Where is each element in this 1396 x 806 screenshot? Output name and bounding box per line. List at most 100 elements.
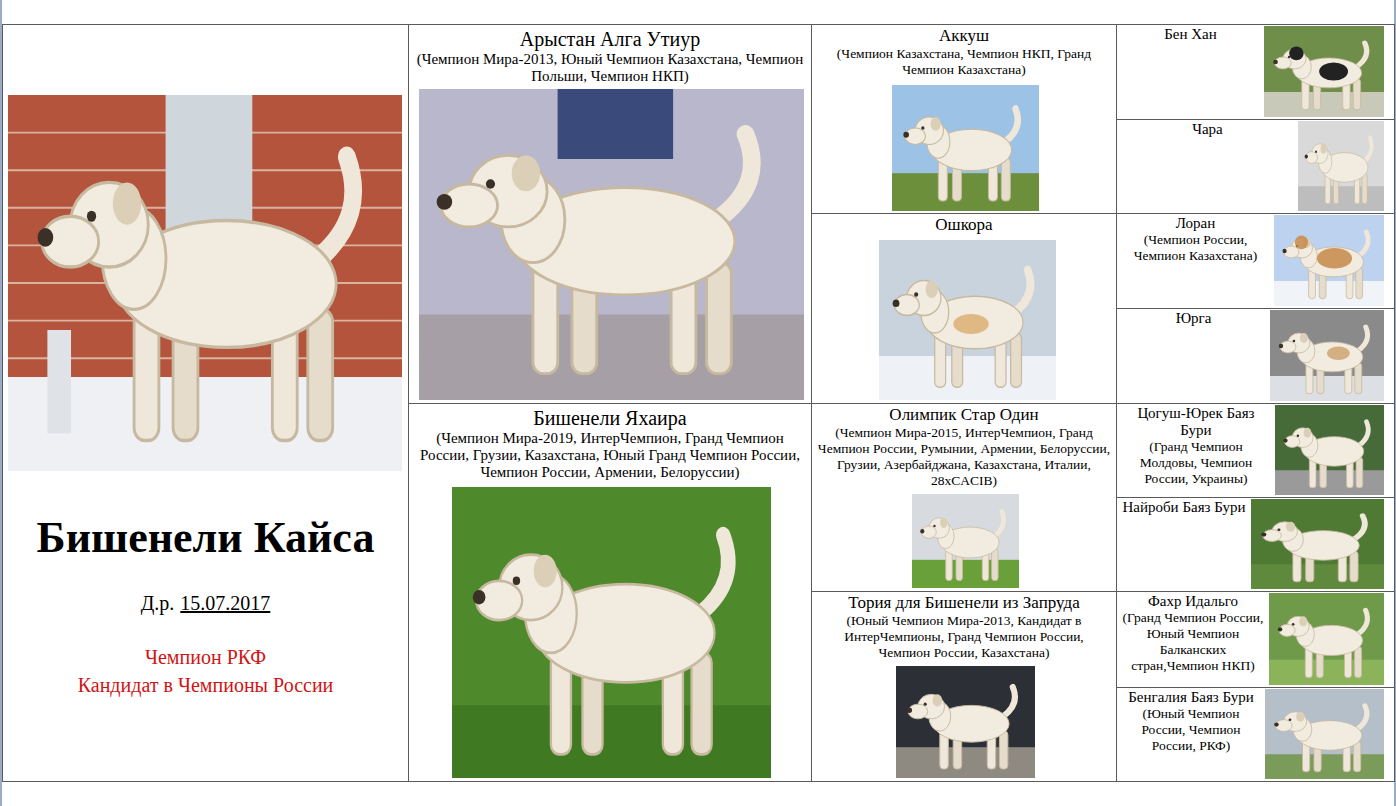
text-line: (Юный Чемпион России, Чемпион России, РК…: [1121, 706, 1261, 754]
dog-name: Фахр Идальго: [1148, 593, 1238, 609]
dog-titles: (Чемпион Мира-2015, ИнтерЧемпион, Гранд …: [818, 425, 1110, 488]
dog-photo: [1251, 499, 1384, 589]
great-cell: Лоран(Чемпион России, Чемпион Казахстана…: [1116, 213, 1395, 309]
text-area: Цогуш-Юрек Баяз Бури(Гранд Чемпион Молдо…: [1121, 405, 1271, 487]
dog-photo: [1270, 310, 1384, 401]
text-line: Цогуш-Юрек Баяз Бури: [1121, 405, 1271, 439]
text-area: Тория для Бишенели из Запруда(Юный Чемпи…: [817, 593, 1111, 661]
text-line: Аккуш: [817, 26, 1111, 46]
text-line: Бишенели Кайса: [3, 513, 408, 563]
text-area: Бишенели Яхаира(Чемпион Мира-2019, Интер…: [415, 406, 805, 481]
text-line: Лоран: [1121, 215, 1270, 232]
great-cell: Бен Хан: [1116, 24, 1395, 120]
text-area: Ошкора: [817, 215, 1111, 235]
dog-name: Бен Хан: [1164, 26, 1217, 42]
text-line: (Гранд Чемпион России, Юный Чемпион Балк…: [1121, 610, 1265, 674]
text-line: Бен Хан: [1121, 26, 1260, 43]
text-line: Бишенели Яхаира: [415, 406, 805, 430]
parent-cell: Арыстан Алга Утиур(Чемпион Мира-2013, Юн…: [408, 24, 812, 404]
text-line: (Чемпион Казахстана, Чемпион НКП, Гранд …: [817, 46, 1111, 78]
dog-name: Юрга: [1176, 310, 1212, 326]
text-area: Бен Хан: [1121, 26, 1260, 43]
dog-photo: [8, 95, 402, 471]
grand-cell: Аккуш(Чемпион Казахстана, Чемпион НКП, Г…: [811, 24, 1117, 214]
text-area: Лоран(Чемпион России, Чемпион Казахстана…: [1121, 215, 1270, 264]
dog-photo: [1275, 405, 1384, 495]
dog-name: Чара: [1192, 121, 1223, 137]
text-line: Чемпион РКФ: [3, 643, 408, 671]
dog-photo: [912, 494, 1019, 588]
great-cell: Цогуш-Юрек Баяз Бури(Гранд Чемпион Молдо…: [1116, 403, 1395, 498]
text-line: Бенгалия Баяз Бури: [1121, 689, 1261, 706]
great-cell: Юрга: [1116, 308, 1395, 404]
dog-titles: (Юный Чемпион Мира-2013, Кандидат в Инте…: [844, 613, 1084, 660]
text-line: Кандидат в Чемпионы России: [3, 671, 408, 699]
text-area: Найроби Баяз Бури: [1121, 499, 1247, 516]
dog-name: Тория для Бишенели из Запруда: [848, 593, 1079, 612]
dog-photo: [1269, 593, 1384, 685]
dog-name: Ошкора: [935, 215, 992, 234]
text-area: Бенгалия Баяз Бури(Юный Чемпион России, …: [1121, 689, 1261, 754]
dog-titles: (Чемпион Мира-2013, Юный Чемпион Казахст…: [417, 51, 804, 84]
text-area: Юрга: [1121, 310, 1266, 327]
text-line: (Чемпион России, Чемпион Казахстана): [1121, 232, 1270, 264]
great-cell: Фахр Идальго(Гранд Чемпион России, Юный …: [1116, 591, 1395, 688]
dog-name: Бишенели Кайса: [37, 513, 375, 562]
dog-photo: [1264, 26, 1384, 117]
dog-titles: (Гранд Чемпион Молдовы, Чемпион России, …: [1140, 439, 1253, 486]
parent-cell: Бишенели Яхаира(Чемпион Мира-2019, Интер…: [408, 403, 812, 782]
dog-name: Бенгалия Баяз Бури: [1128, 689, 1254, 705]
dog-titles: Чемпион РКФ: [145, 646, 266, 668]
dog-titles: (Чемпион Мира-2019, ИнтерЧемпион, Гранд …: [420, 430, 800, 480]
dog-titles: (Гранд Чемпион России, Юный Чемпион Балк…: [1123, 610, 1264, 673]
text-line: Фахр Идальго: [1121, 593, 1265, 610]
great-cell: Чара: [1116, 119, 1395, 214]
text-line: Чара: [1121, 121, 1294, 138]
text-area: Арыстан Алга Утиур(Чемпион Мира-2013, Юн…: [415, 27, 805, 85]
text-line: Олимпик Стар Один: [817, 405, 1111, 425]
dog-titles: (Чемпион России, Чемпион Казахстана): [1134, 232, 1257, 263]
text-line: Тория для Бишенели из Запруда: [817, 593, 1111, 613]
dog-name: Олимпик Стар Один: [889, 405, 1038, 424]
dog-photo: [1265, 689, 1384, 779]
text-area: Аккуш(Чемпион Казахстана, Чемпион НКП, Г…: [817, 26, 1111, 78]
grand-cell: Олимпик Стар Один(Чемпион Мира-2015, Инт…: [811, 403, 1117, 592]
dog-photo: [452, 487, 771, 778]
dog-name: Аккуш: [939, 26, 989, 45]
dog-photo: [892, 85, 1039, 211]
dog-photo: [419, 89, 804, 400]
dog-titles: Кандидат в Чемпионы России: [78, 674, 334, 696]
dog-titles: (Юный Чемпион России, Чемпион России, РК…: [1141, 706, 1240, 753]
great-cell: Найроби Баяз Бури: [1116, 497, 1395, 592]
dog-titles: (Чемпион Казахстана, Чемпион НКП, Гранд …: [837, 46, 1091, 77]
subject-cell: Бишенели КайсаД.р.15.07.2017Чемпион РКФ К…: [2, 24, 409, 782]
great-cell: Бенгалия Баяз Бури(Юный Чемпион России, …: [1116, 687, 1395, 782]
dog-titles: 15.07.2017: [180, 592, 270, 614]
dog-photo: [896, 666, 1035, 778]
text-line: Арыстан Алга Утиур: [415, 27, 805, 51]
text-line: (Гранд Чемпион Молдовы, Чемпион России, …: [1121, 439, 1271, 487]
text-line: (Чемпион Мира-2015, ИнтерЧемпион, Гранд …: [817, 425, 1111, 489]
text-line: Ошкора: [817, 215, 1111, 235]
dog-titles: Д.р.: [141, 592, 175, 614]
text-area: Олимпик Стар Один(Чемпион Мира-2015, Инт…: [817, 405, 1111, 489]
dog-name: Цогуш-Юрек Баяз Бури: [1137, 405, 1254, 438]
text-area: Чара: [1121, 121, 1294, 138]
dog-name: Лоран: [1176, 215, 1216, 231]
text-line: Д.р.15.07.2017: [3, 591, 408, 615]
text-line: (Чемпион Мира-2019, ИнтерЧемпион, Гранд …: [415, 430, 805, 481]
dog-name: Бишенели Яхаира: [533, 407, 686, 429]
text-area: Фахр Идальго(Гранд Чемпион России, Юный …: [1121, 593, 1265, 674]
text-area: Бишенели КайсаД.р.15.07.2017Чемпион РКФ К…: [3, 25, 408, 699]
text-line: Найроби Баяз Бури: [1121, 499, 1247, 516]
dog-name: Найроби Баяз Бури: [1122, 499, 1245, 515]
grand-cell: Тория для Бишенели из Запруда(Юный Чемпи…: [811, 591, 1117, 782]
grand-cell: Ошкора: [811, 213, 1117, 404]
text-line: (Юный Чемпион Мира-2013, Кандидат в Инте…: [817, 613, 1111, 661]
dog-photo: [1274, 215, 1384, 306]
text-line: (Чемпион Мира-2013, Юный Чемпион Казахст…: [415, 51, 805, 85]
dog-photo: [1298, 121, 1384, 211]
text-line: Юрга: [1121, 310, 1266, 327]
dog-name: Арыстан Алга Утиур: [520, 28, 700, 50]
